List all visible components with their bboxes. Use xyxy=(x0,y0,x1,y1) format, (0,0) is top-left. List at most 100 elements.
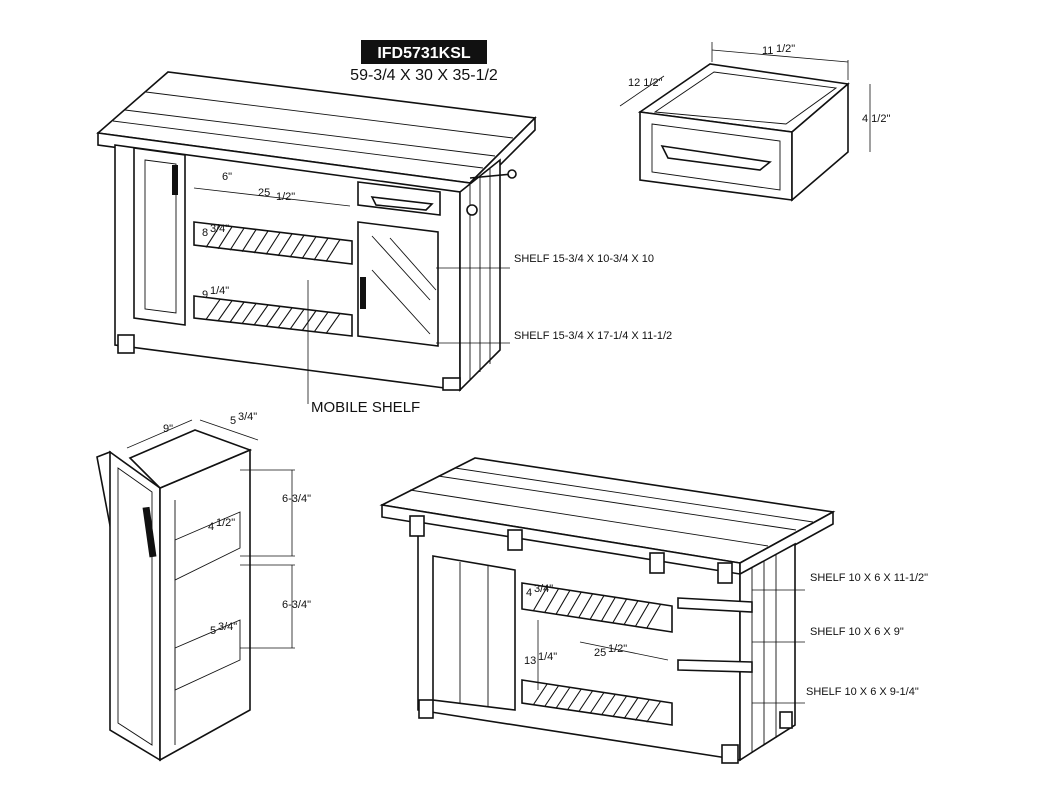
dim-9-1-4: 9 xyxy=(202,289,208,301)
model-code: IFD5731KSL xyxy=(377,45,471,62)
left-door-hinge xyxy=(172,165,178,195)
mobile-shelf-label: MOBILE SHELF xyxy=(311,399,420,416)
shelf-slat xyxy=(289,235,305,258)
towel-bar xyxy=(469,173,513,179)
shelf-slat xyxy=(600,596,616,622)
model-code-badge xyxy=(361,40,487,64)
main-right-door xyxy=(357,221,439,347)
rear-dim-4-3-4: 4 xyxy=(526,587,532,599)
dim-6: 6" xyxy=(222,171,232,183)
shelf-slat xyxy=(589,692,605,714)
shelf-slat xyxy=(532,586,548,612)
shelf-slat xyxy=(600,693,616,716)
mobile-top xyxy=(128,429,253,489)
shelf-slat xyxy=(555,589,571,615)
dim-8-fraction: 3/4" xyxy=(210,223,229,235)
shelf-slat xyxy=(544,588,560,613)
mobile-lower-fraction: 3/4" xyxy=(218,621,237,633)
mobile-front-door xyxy=(109,450,161,762)
shelf-upper-label: SHELF 15-3/4 X 10-3/4 X 10 xyxy=(514,253,654,265)
rear-shelf-b-label: SHELF 10 X 6 X 9" xyxy=(810,626,904,638)
shelf-slat xyxy=(217,300,233,322)
drawer-view: 11 1/2" 12 1/2" 4 1/2" xyxy=(619,42,890,202)
shelf-slat xyxy=(289,309,305,330)
shelf-slat xyxy=(301,310,317,332)
shelf-slat xyxy=(229,227,245,251)
rear-dim-25-fraction: 1/2" xyxy=(608,643,627,655)
shelf-slat xyxy=(566,591,582,617)
rear-left-panel xyxy=(432,555,516,711)
rear-island-view: 4 3/4" 13 1/4" 25 1/2" SHELF 10 X 6 X 11… xyxy=(379,457,928,764)
shelf-lower-label: SHELF 15-3/4 X 17-1/4 X 11-1/2 xyxy=(514,330,672,342)
mobile-shelf-view: 9" 5 3/4" 6-3/4" 6-3/4" 4 1/2" 5 3/4" xyxy=(96,411,311,762)
drawer-width-fraction: 1/2" xyxy=(776,43,795,55)
shelf-slat xyxy=(612,598,628,624)
shelf-slat xyxy=(646,603,662,629)
rear-dim-4-fraction: 3/4" xyxy=(534,583,553,595)
shelf-slat xyxy=(578,690,594,713)
shelf-slat xyxy=(205,225,221,248)
drawer-width: 11 xyxy=(762,45,773,57)
drawer-height: 4 1/2" xyxy=(862,113,890,125)
shelf-slat xyxy=(623,600,639,626)
mobile-upper-fraction: 1/2" xyxy=(216,517,235,529)
main-island-view: 6" 25 1/2" 8 3/4" 9 1/4" SHELF 15-3/4 X … xyxy=(96,71,672,416)
shelf-slat xyxy=(566,688,582,711)
rear-shelf-c-label: SHELF 10 X 6 X 9-1/4" xyxy=(806,686,919,698)
mobile-lower-inner: 5 xyxy=(210,625,216,637)
shelf-slat xyxy=(241,229,257,252)
shelf-slat xyxy=(325,313,341,334)
mobile-depth: 5 xyxy=(230,415,236,427)
shelf-slat xyxy=(217,226,233,250)
dim-9-fraction: 1/4" xyxy=(210,285,229,297)
shelf-slat xyxy=(544,685,560,707)
shelf-slat xyxy=(555,686,571,709)
shelf-slat xyxy=(205,299,221,320)
shelf-slat xyxy=(301,236,317,260)
cubby-shelf-1 xyxy=(677,597,753,613)
mobile-upper-inner: 4 xyxy=(208,521,214,533)
rear-shelf-a-label: SHELF 10 X 6 X 11-1/2" xyxy=(810,572,928,584)
mobile-lower-height: 6-3/4" xyxy=(282,599,311,611)
shelf-slat xyxy=(265,306,281,327)
rear-top-side-edge xyxy=(739,510,834,577)
shelf-slat xyxy=(277,307,293,329)
rear-dim-25-1-2: 25 xyxy=(594,647,606,659)
cubby-shelf-2 xyxy=(677,659,753,673)
shelf-slat xyxy=(313,311,329,333)
shelf-slat xyxy=(634,602,650,627)
dim-25-half: 25 xyxy=(258,187,270,199)
shelf-slat xyxy=(265,232,281,255)
rear-dim-13-1-4: 13 xyxy=(524,655,536,667)
shelf-slat xyxy=(325,239,341,262)
shelf-slat xyxy=(532,683,548,706)
title-block: IFD5731KSL 59-3/4 X 30 X 35-1/2 xyxy=(350,40,498,84)
dim-8-3-4: 8 xyxy=(202,227,208,239)
drawer-view-handle xyxy=(660,144,772,171)
rear-body-side xyxy=(739,542,796,762)
shelf-slat xyxy=(578,593,594,619)
right-door-hinge xyxy=(360,277,366,309)
shelf-slat xyxy=(253,230,269,254)
bracket-2 xyxy=(507,529,523,551)
mobile-handle xyxy=(142,506,157,558)
shelf-slat xyxy=(623,697,639,720)
main-drawer-front xyxy=(357,181,441,216)
drawer-side-panel xyxy=(791,82,849,202)
shelf-slat xyxy=(253,304,269,326)
drawer-depth: 12 1/2" xyxy=(628,77,663,89)
rear-shelf-slats xyxy=(532,586,662,723)
bracket-4 xyxy=(717,562,733,584)
rear-dim-13-fraction: 1/4" xyxy=(538,651,557,663)
shelf-slat xyxy=(646,700,662,723)
drawer-handle xyxy=(370,196,434,211)
bracket-1 xyxy=(409,515,425,537)
mobile-depth-fraction: 3/4" xyxy=(238,411,257,423)
shelf-slat xyxy=(229,301,245,323)
shelf-slat xyxy=(612,695,628,718)
dim-25-fraction: 1/2" xyxy=(276,191,295,203)
mobile-upper-height: 6-3/4" xyxy=(282,493,311,505)
main-shelf-slats xyxy=(205,225,341,334)
shelf-slat xyxy=(634,699,650,721)
